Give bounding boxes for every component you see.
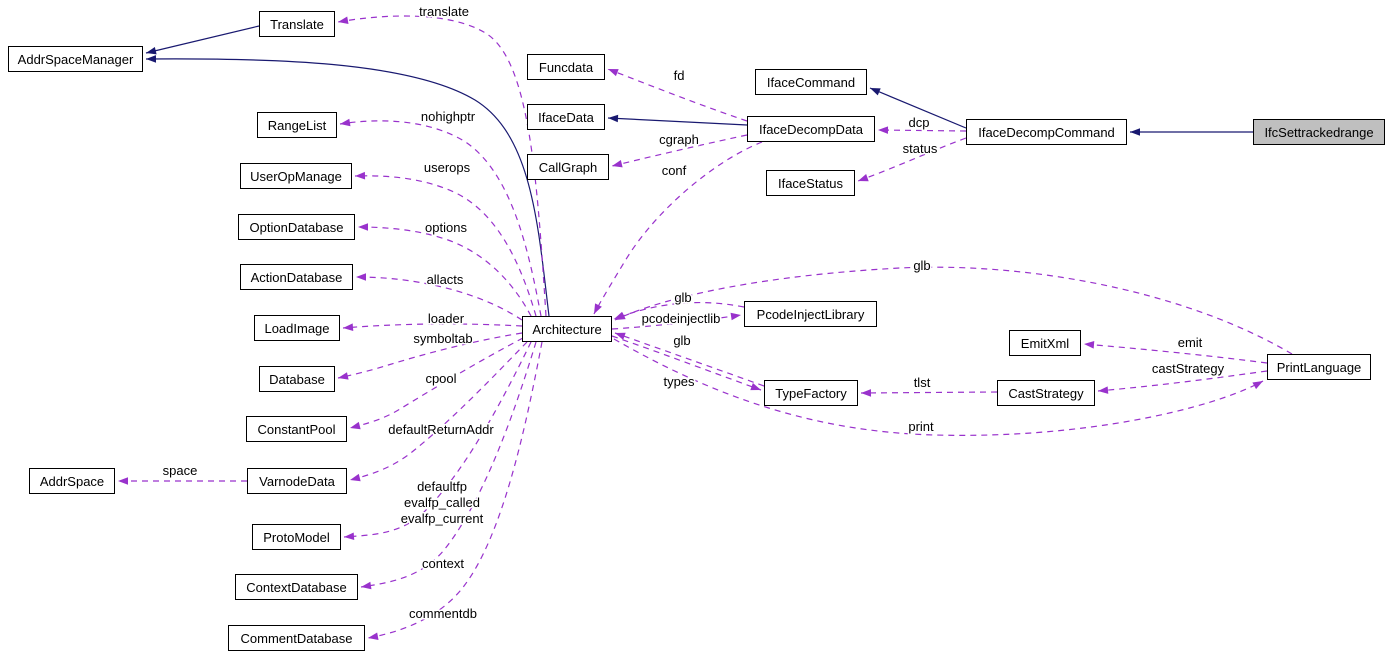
edge-usage-glb-pcodeinject <box>613 301 745 320</box>
class-node-ifacecommand[interactable]: IfaceCommand <box>755 69 867 95</box>
class-node-addrspace[interactable]: AddrSpace <box>29 468 115 494</box>
edge-label-usage-options: options <box>425 220 467 235</box>
edge-usage-status <box>857 137 967 182</box>
class-node-database[interactable]: Database <box>259 366 335 392</box>
edge-label-usage-defaultfp-1: evalfp_called <box>404 495 480 510</box>
edge-usage-translate <box>337 15 547 317</box>
class-node-ifacedata[interactable]: IfaceData <box>527 104 605 130</box>
edge-label-usage-tlst: tlst <box>914 375 931 390</box>
edge-label-usage-pcodeinjectlib: pcodeinjectlib <box>642 311 721 326</box>
class-node-addrspacemanager[interactable]: AddrSpaceManager <box>8 46 143 72</box>
class-node-caststrategy[interactable]: CastStrategy <box>997 380 1095 406</box>
edge-inherit-ifacedecompdata-ifacedata <box>607 114 748 126</box>
edge-paths <box>118 15 1293 640</box>
edge-inherit-architecture-addrspacemanager <box>145 55 550 317</box>
edge-usage-options <box>357 223 532 317</box>
edge-usage-conf <box>593 141 763 315</box>
edge-label-usage-symboltab: symboltab <box>413 331 472 346</box>
edge-usage-defaultfp <box>343 341 532 541</box>
class-node-ifcsettrackedrange: IfcSettrackedrange <box>1253 119 1385 145</box>
edge-inherit-ifacedecompcommand-ifacecommand <box>869 87 967 129</box>
edge-label-usage-allacts: allacts <box>427 272 464 287</box>
class-node-typefactory[interactable]: TypeFactory <box>764 380 858 406</box>
class-node-rangelist[interactable]: RangeList <box>257 112 337 138</box>
edge-usage-glb-printlanguage <box>614 266 1293 355</box>
edge-usage-tlst <box>860 389 998 397</box>
edge-label-usage-nohighptr: nohighptr <box>421 109 476 124</box>
edge-usage-defaultreturnaddr <box>349 341 528 482</box>
class-node-callgraph[interactable]: CallGraph <box>527 154 609 180</box>
class-node-emitxml[interactable]: EmitXml <box>1009 330 1081 356</box>
class-node-varnodedata[interactable]: VarnodeData <box>247 468 347 494</box>
edge-label-usage-caststrategy: castStrategy <box>1152 361 1225 376</box>
edge-usage-symboltab <box>337 332 523 380</box>
edge-label-usage-fd: fd <box>674 68 685 83</box>
class-node-useropmanage[interactable]: UserOpManage <box>240 163 352 189</box>
class-node-architecture[interactable]: Architecture <box>522 316 612 342</box>
edge-label-usage-loader: loader <box>428 311 465 326</box>
class-node-protomodel[interactable]: ProtoModel <box>252 524 341 550</box>
edge-label-usage-emit: emit <box>1178 335 1203 350</box>
edge-inherit-translate-addrspacemanager <box>145 25 260 55</box>
edge-usage-cpool <box>349 337 524 430</box>
edge-label-usage-conf: conf <box>662 163 687 178</box>
class-node-commentdatabase[interactable]: CommentDatabase <box>228 625 365 651</box>
class-node-funcdata[interactable]: Funcdata <box>527 54 605 80</box>
edge-label-usage-userops: userops <box>424 160 471 175</box>
edge-usage-emit <box>1083 341 1268 364</box>
edge-usage-pcodeinjectlib <box>611 312 742 330</box>
edge-usage-userops <box>354 171 537 317</box>
edge-label-usage-cpool: cpool <box>425 371 456 386</box>
edge-usage-allacts <box>355 273 523 321</box>
edge-label-usage-print: print <box>908 419 934 434</box>
edge-label-usage-glb-pcodeinject: glb <box>674 290 691 305</box>
edge-usage-types <box>611 335 762 391</box>
edge-usage-glb-typefactory <box>614 332 765 387</box>
edge-label-usage-context: context <box>422 556 464 571</box>
edge-usage-nohighptr <box>339 118 542 317</box>
class-node-contextdatabase[interactable]: ContextDatabase <box>235 574 358 600</box>
class-node-ifacestatus[interactable]: IfaceStatus <box>766 170 855 196</box>
edge-label-usage-defaultreturnaddr: defaultReturnAddr <box>388 422 494 437</box>
edge-label-usage-space: space <box>163 463 198 478</box>
edge-label-usage-cgraph: cgraph <box>659 132 699 147</box>
edge-label-usage-dcp: dcp <box>909 115 930 130</box>
class-node-translate[interactable]: Translate <box>259 11 335 37</box>
edge-usage-cgraph <box>611 134 748 168</box>
class-node-ifacedecompdata[interactable]: IfaceDecompData <box>747 116 875 142</box>
class-node-pcodeinjectlibrary[interactable]: PcodeInjectLibrary <box>744 301 877 327</box>
edge-usage-loader <box>342 323 523 331</box>
edge-label-usage-glb-printlanguage: glb <box>913 258 930 273</box>
edge-label-usage-defaultfp-0: defaultfp <box>417 479 467 494</box>
edge-labels: translate nohighptr userops options allacts l… <box>161 3 1226 623</box>
edge-usage-context <box>360 341 537 590</box>
edge-label-usage-defaultfp-2: evalfp_current <box>401 511 484 526</box>
class-node-constantpool[interactable]: ConstantPool <box>246 416 347 442</box>
class-node-ifacedecompcommand[interactable]: IfaceDecompCommand <box>966 119 1127 145</box>
edge-label-usage-glb-typefactory: glb <box>673 333 690 348</box>
edge-usage-print <box>613 338 1264 436</box>
edge-label-usage-status: status <box>903 141 938 156</box>
edge-label-usage-commentdb: commentdb <box>409 606 477 621</box>
edge-label-usage-types: types <box>663 374 695 389</box>
edge-usage-dcp <box>877 126 967 134</box>
edge-label-usage-translate: translate <box>419 4 469 19</box>
class-node-optiondatabase[interactable]: OptionDatabase <box>238 214 355 240</box>
class-node-printlanguage[interactable]: PrintLanguage <box>1267 354 1371 380</box>
class-node-actiondatabase[interactable]: ActionDatabase <box>240 264 353 290</box>
class-node-loadimage[interactable]: LoadImage <box>254 315 340 341</box>
edge-usage-commentdb <box>367 341 543 640</box>
